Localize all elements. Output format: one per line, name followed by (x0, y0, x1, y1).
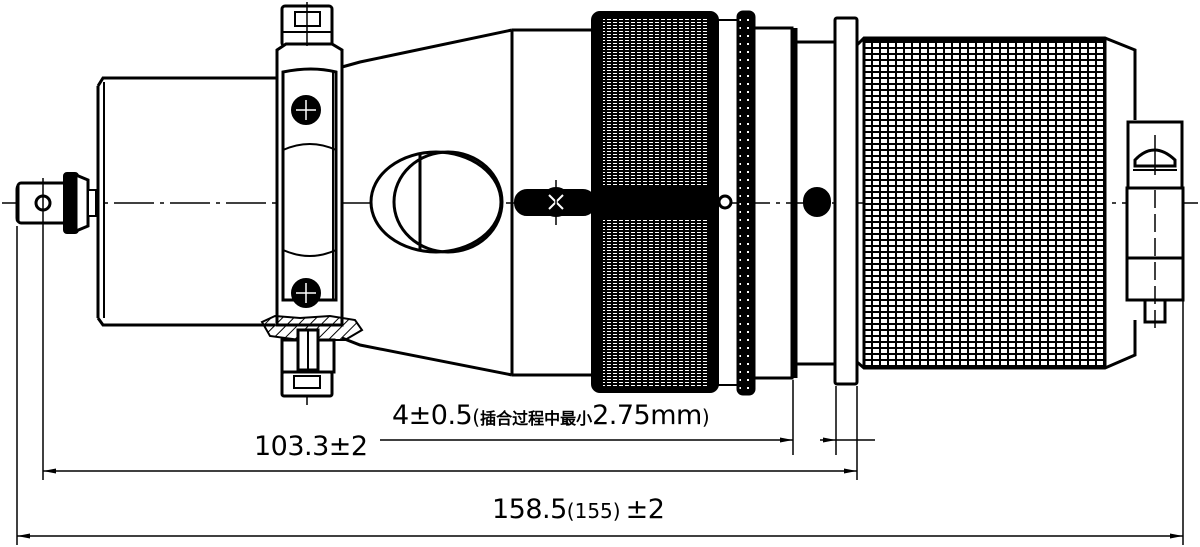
total-length-tolerance: ±2 (625, 494, 665, 525)
front-body (754, 16, 859, 386)
dimension-label-mating: 4±0.5(插合过程中最小2.75mm) (392, 402, 710, 429)
length-a-value: 103.3±2 (254, 431, 368, 462)
mating-paren-open: ( (472, 405, 481, 429)
total-length-alt: (155) (566, 499, 621, 523)
extension-lines (16, 226, 1184, 545)
coupling-nut (591, 11, 719, 393)
dimension-label-total: 158.5(155) ±2 (492, 494, 665, 525)
total-length-value: 158.5 (492, 494, 567, 525)
left-pin-tip (15, 172, 97, 234)
tapered-body (341, 28, 595, 377)
locating-key-icon (803, 187, 831, 217)
right-latch (1125, 120, 1185, 330)
mating-value: 4±0.5 (392, 400, 473, 431)
dimension-label-length-a: 103.3±2 (254, 433, 368, 460)
key-window (369, 150, 504, 254)
coupling-slot (514, 180, 596, 225)
lock-ring (717, 10, 756, 396)
mating-paren-close: ) (701, 405, 710, 429)
front-shell (855, 36, 1137, 370)
mounting-clamp (260, 2, 364, 405)
mating-note-value: 2.75mm (592, 400, 702, 431)
mating-note: 插合过程中最小 (480, 409, 593, 428)
rear-body (96, 76, 280, 327)
